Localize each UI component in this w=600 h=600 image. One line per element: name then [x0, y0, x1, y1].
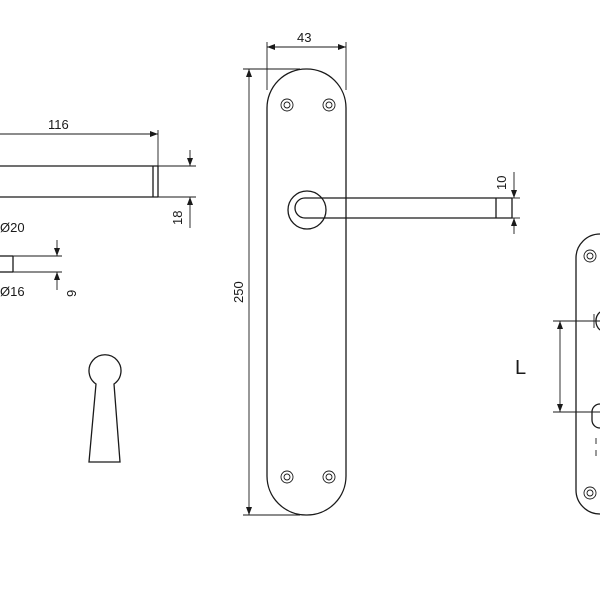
backplate-front-view: [266, 68, 347, 516]
rosette-diameter-label: Ø20: [0, 220, 25, 235]
dimension-plate-width: 43: [266, 30, 347, 90]
dimension-lever-thickness: 10: [494, 172, 520, 234]
plate-width-label: 43: [297, 30, 311, 45]
screw-hole-bottom-left: [280, 470, 294, 484]
dimension-plate-height: 250: [231, 68, 300, 516]
handle-height-label: 18: [170, 211, 185, 225]
plate-height-label: 250: [231, 281, 246, 303]
screw-hole-bottom-right: [322, 470, 336, 484]
dimension-center-distance: L: [515, 320, 600, 413]
lever-handle: [287, 190, 513, 230]
center-distance-label: L: [515, 357, 526, 379]
rosette-side-view: Ø20 Ø16 9: [0, 220, 79, 299]
keyhole-symbol: [88, 354, 122, 463]
rosette-inner-diameter-label: Ø16: [0, 284, 25, 299]
dimension-handle-length: 116: [0, 117, 159, 166]
lever-thickness-label: 10: [494, 176, 509, 190]
backplate-partial-view: [575, 233, 600, 515]
handle-side-view: [0, 165, 159, 198]
rosette-thickness-label: 9: [64, 290, 79, 297]
dimension-handle-height: 18: [158, 150, 196, 228]
screw-hole-top-right: [322, 98, 336, 112]
handle-length-label: 116: [48, 117, 69, 132]
screw-hole-top-left: [280, 98, 294, 112]
